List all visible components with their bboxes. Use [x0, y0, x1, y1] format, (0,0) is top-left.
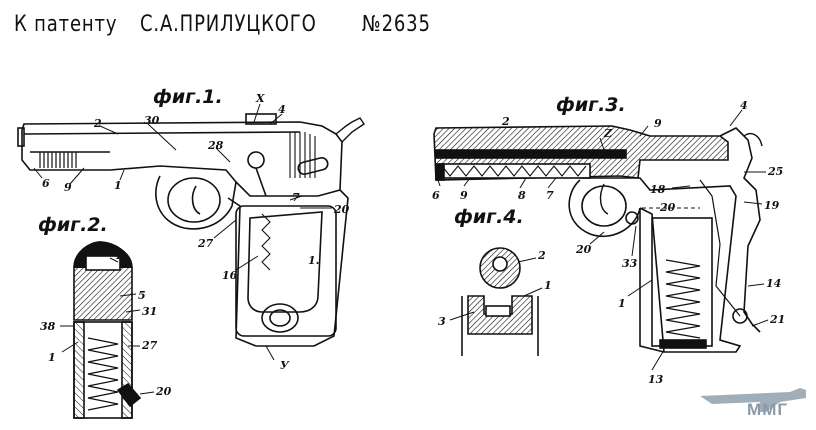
callout-f3-21: 21	[770, 313, 786, 326]
callout-f3-1: 1	[618, 297, 626, 310]
callout-f3-9a: 9	[654, 117, 662, 130]
fig2-label: фиг.2.	[38, 214, 108, 236]
fig4-section-view	[449, 247, 543, 356]
watermark-text: ММГ	[747, 400, 788, 419]
patent-prefix: К патенту	[14, 12, 118, 37]
callout-f3-25: 25	[768, 165, 784, 178]
callout-f4-3: 3	[438, 315, 446, 328]
callout-f3-9b: 9	[460, 189, 468, 202]
callout-f1-4: 4	[278, 103, 286, 116]
callout-f1-27: 27	[198, 237, 214, 250]
callout-f3-14: 14	[766, 277, 782, 290]
callout-f3-20b: 20	[576, 243, 592, 256]
callout-f3-13: 13	[648, 373, 664, 386]
callout-f2-1: 1	[48, 351, 56, 364]
callout-f1-y: У	[280, 359, 289, 372]
callout-f3-2: 2	[502, 115, 510, 128]
callout-f2-38: 38	[40, 320, 56, 333]
callout-f1-2: 2	[94, 117, 102, 130]
callout-f1-6: 6	[42, 177, 50, 190]
callout-f4-1: 1	[544, 279, 552, 292]
callout-f3-4: 4	[740, 99, 748, 112]
callout-f1-28: 28	[208, 139, 224, 152]
fig3-label: фиг.3.	[556, 94, 626, 116]
callout-f1-30: 30	[144, 114, 160, 127]
fig4-label: фиг.4.	[454, 206, 524, 228]
callout-f2-4: 4	[114, 249, 122, 262]
fig2-section-view	[60, 241, 155, 419]
callout-f2-31: 31	[142, 305, 158, 318]
callout-f3-20a: 20	[660, 201, 676, 214]
callout-f3-33: 33	[622, 257, 638, 270]
callout-f2-27: 27	[142, 339, 158, 352]
callout-f3-6: 6	[432, 189, 440, 202]
callout-f2-5: 5	[138, 289, 146, 302]
callout-f3-19: 19	[764, 199, 780, 212]
callout-f3-z: Z	[604, 127, 613, 140]
callout-f1-1: 1	[114, 179, 122, 192]
callout-f4-2: 2	[538, 249, 546, 262]
callout-f1-7: 7	[292, 191, 300, 204]
patent-number: №2635	[362, 12, 431, 37]
callout-f1-20: 20	[334, 203, 350, 216]
callout-f3-18: 18	[650, 183, 666, 196]
callout-f1-1dot: 1.	[308, 254, 320, 267]
callout-f1-9: 9	[64, 181, 72, 194]
callout-f3-7: 7	[546, 189, 554, 202]
callout-f1-x: X	[256, 92, 265, 105]
patent-author: С.А.ПРИЛУЦКОГО	[140, 12, 317, 37]
callout-f1-16: 16	[222, 269, 238, 282]
callout-f2-20: 20	[156, 385, 172, 398]
fig3-pistol-cutaway	[433, 109, 769, 371]
callout-f3-8: 8	[518, 189, 526, 202]
fig1-pistol-side-view	[17, 103, 365, 361]
rifle-silhouette-icon	[700, 388, 806, 412]
fig1-label: фиг.1.	[153, 86, 223, 108]
